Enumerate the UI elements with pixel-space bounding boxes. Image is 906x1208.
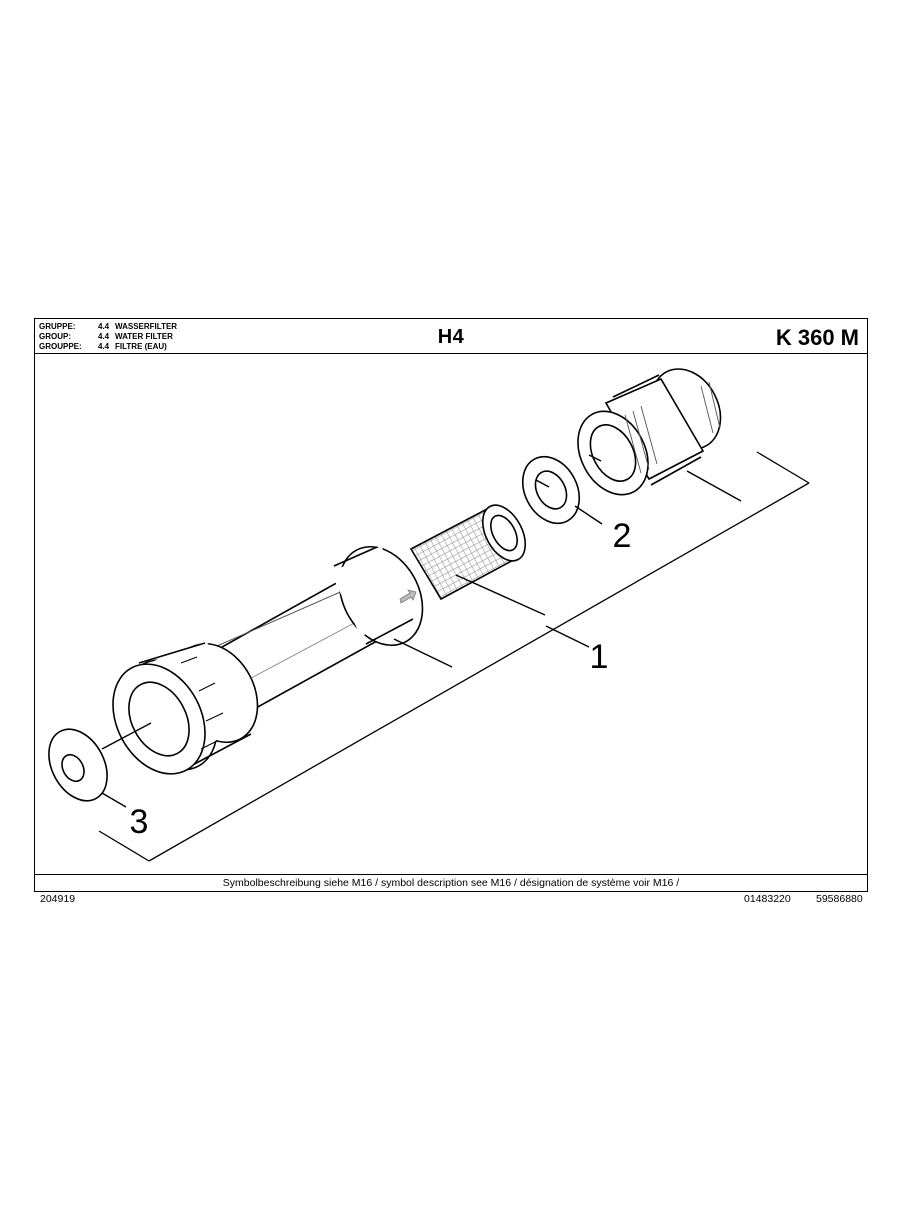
assembly-bracket <box>98 451 810 862</box>
washer-3 <box>48 728 108 802</box>
page-code: H4 <box>437 326 465 348</box>
callout-1: 1 <box>590 638 609 676</box>
filter-body <box>112 504 527 775</box>
symbol-note: Symbolbeschreibung siehe M16 / symbol de… <box>35 874 867 891</box>
sealing-ring-2 <box>521 455 581 525</box>
part-number-2: 59586880 <box>816 893 863 905</box>
document-number: 204919 <box>40 893 76 905</box>
callout-2: 2 <box>613 517 632 555</box>
callout-3: 3 <box>130 803 149 841</box>
threaded-nipple <box>577 368 722 496</box>
part-number-1: 01483220 <box>744 893 791 905</box>
model-name: K 360 M <box>775 325 859 350</box>
leader-lines <box>101 454 742 808</box>
flow-arrow-icon <box>399 589 417 604</box>
exploded-view-drawing: 1 2 3 <box>48 368 810 862</box>
